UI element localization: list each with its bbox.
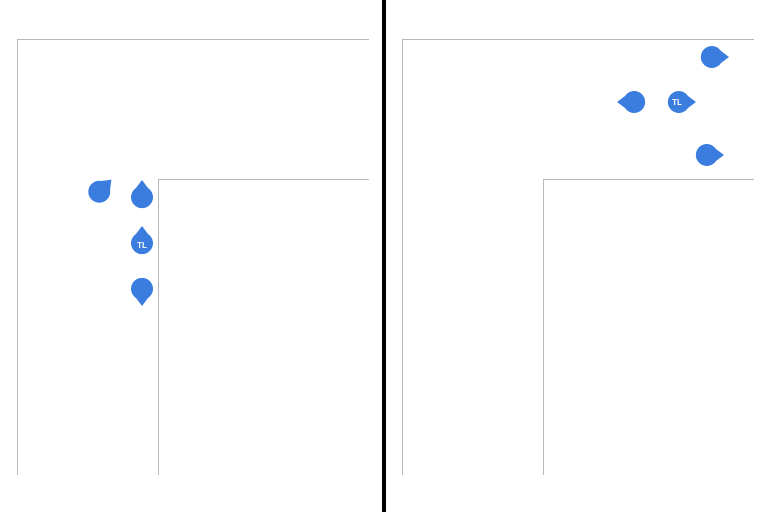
- map-pin-icon: [695, 144, 724, 166]
- right-panel-pin-b-marker[interactable]: [617, 91, 646, 113]
- map-pin-icon: [88, 179, 112, 203]
- map-pin-icon: [700, 46, 729, 68]
- pin-label: TL: [672, 98, 682, 107]
- left-panel-pin-tl-marker[interactable]: TL: [131, 226, 153, 255]
- right-panel-pin-a-marker[interactable]: [700, 46, 729, 68]
- left-panel-pin-a-marker[interactable]: [84, 172, 119, 207]
- right-markers: TL: [617, 46, 729, 166]
- right-inner-frame: [543, 179, 754, 475]
- map-pin-icon: [131, 277, 153, 306]
- map-pin-icon: [131, 226, 153, 255]
- right-outer-frame: [402, 39, 754, 475]
- right-panel-pin-tl-marker[interactable]: TL: [667, 91, 696, 113]
- left-markers: TL: [84, 172, 153, 306]
- map-pin-icon: [617, 91, 646, 113]
- map-pin-icon: [131, 180, 153, 209]
- left-panel-pin-c-marker[interactable]: [131, 277, 153, 306]
- left-panel: TL: [17, 39, 369, 475]
- map-pin-icon: [667, 91, 696, 113]
- right-panel: TL: [402, 39, 754, 475]
- right-panel-pin-c-marker[interactable]: [695, 144, 724, 166]
- pin-label: TL: [137, 241, 147, 250]
- left-outer-frame: [17, 39, 369, 475]
- left-panel-pin-b-marker[interactable]: [131, 180, 153, 209]
- left-inner-frame: [158, 179, 369, 475]
